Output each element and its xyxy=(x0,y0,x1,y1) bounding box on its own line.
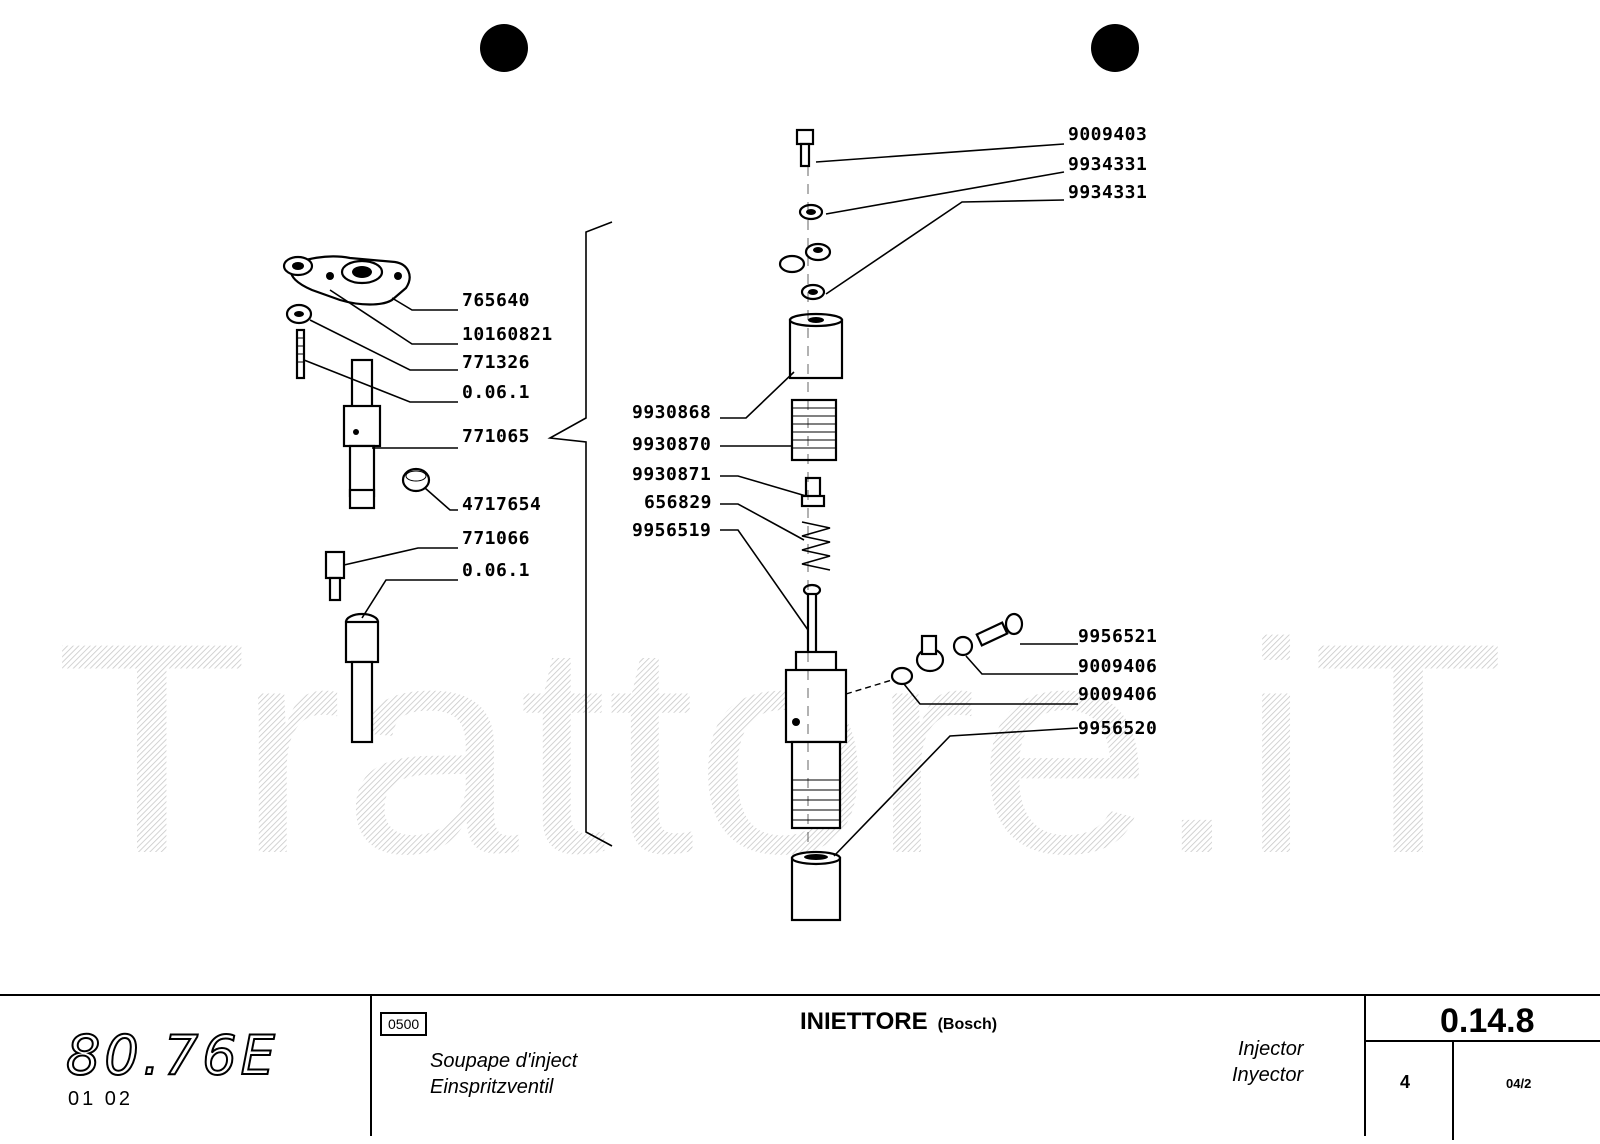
injector-body-bosch xyxy=(784,650,848,830)
part-number-label: 9930870 xyxy=(632,434,711,455)
banjo-bolt xyxy=(795,128,815,168)
part-number-label: 9009403 xyxy=(1068,124,1147,145)
binder-hole-right xyxy=(1091,24,1139,72)
adjusting-screw xyxy=(790,398,838,462)
part-number-label: 4717654 xyxy=(462,494,541,515)
part-number-label: 10160821 xyxy=(462,324,553,345)
part-number-label: 9930868 xyxy=(632,402,711,423)
part-number-label: 0.06.1 xyxy=(462,382,530,403)
title-subtitle: (Bosch) xyxy=(937,1016,998,1033)
part-number-label: 9956519 xyxy=(632,520,711,541)
page-title: INIETTORE (Bosch) xyxy=(800,1008,997,1036)
part-number-label: 9930871 xyxy=(632,464,711,485)
part-labels-right-top: 9009403 9934331 9934331 xyxy=(1068,124,1147,203)
flange-clamp xyxy=(290,255,411,306)
upper-washer xyxy=(798,203,824,221)
page-number: 4 xyxy=(1400,1072,1411,1092)
title-en: Injector xyxy=(1238,1038,1304,1060)
part-number-label: 9934331 xyxy=(1068,182,1147,203)
banjo-fitting xyxy=(778,242,832,274)
nozzle-retaining-nut xyxy=(790,850,842,922)
part-number-label: 771066 xyxy=(462,528,530,549)
leak-off-fitting xyxy=(845,612,1024,695)
spring xyxy=(801,521,831,571)
model-logo: 80.76E xyxy=(65,1023,279,1088)
model-variants: 01 02 xyxy=(68,1088,134,1110)
washer-small xyxy=(285,303,313,325)
title-fr: Soupape d'inject xyxy=(430,1050,578,1072)
group-code: 0500 xyxy=(380,1012,428,1036)
part-labels-left: 765640 10160821 771326 0.06.1 771065 471… xyxy=(462,290,553,581)
part-number-label: 771065 xyxy=(462,426,530,447)
page-code: 0.14.8 xyxy=(1440,1002,1535,1040)
title-text: INIETTORE xyxy=(800,1008,928,1035)
sealing-ring xyxy=(401,467,431,493)
part-labels-center: 9930868 9930870 9930871 656829 9956519 xyxy=(632,402,712,541)
part-number-label: 771326 xyxy=(462,352,530,373)
stud xyxy=(295,328,306,380)
lower-washer xyxy=(800,283,826,301)
part-number-label: 0.06.1 xyxy=(462,560,530,581)
part-number-label: 765640 xyxy=(462,290,530,311)
binder-hole-left xyxy=(480,24,528,72)
cap-nut xyxy=(788,312,844,380)
part-labels-right-bottom: 9956521 9009406 9009406 9956520 xyxy=(1078,626,1157,739)
part-number-label: 9956520 xyxy=(1078,718,1157,739)
part-number-label: 9934331 xyxy=(1068,154,1147,175)
title-block: 80.76E 01 02 0500 INIETTORE (Bosch) Soupa… xyxy=(0,994,1600,1144)
spring-seat xyxy=(800,476,826,508)
divider xyxy=(1364,996,1366,1136)
revision: 04/2 xyxy=(1506,1076,1532,1091)
part-number-label: 9009406 xyxy=(1078,684,1157,705)
leader-lines xyxy=(303,143,1079,857)
divider xyxy=(1364,1040,1600,1042)
injector-holder-body xyxy=(342,358,382,510)
assembly-bracket xyxy=(547,221,613,847)
watermark: Trattore.iT xyxy=(55,580,1505,916)
title-es: Inyector xyxy=(1232,1064,1304,1086)
nozzle-nut xyxy=(344,612,380,744)
part-number-label: 656829 xyxy=(644,492,712,513)
part-number-label: 9009406 xyxy=(1078,656,1157,677)
divider xyxy=(370,996,372,1136)
divider xyxy=(1452,1040,1454,1140)
flange-nut xyxy=(282,255,314,277)
part-number-label: 9956521 xyxy=(1078,626,1157,647)
exploded-parts-diagram: Trattore.iT xyxy=(55,24,1505,922)
title-de: Einspritzventil xyxy=(430,1076,554,1098)
